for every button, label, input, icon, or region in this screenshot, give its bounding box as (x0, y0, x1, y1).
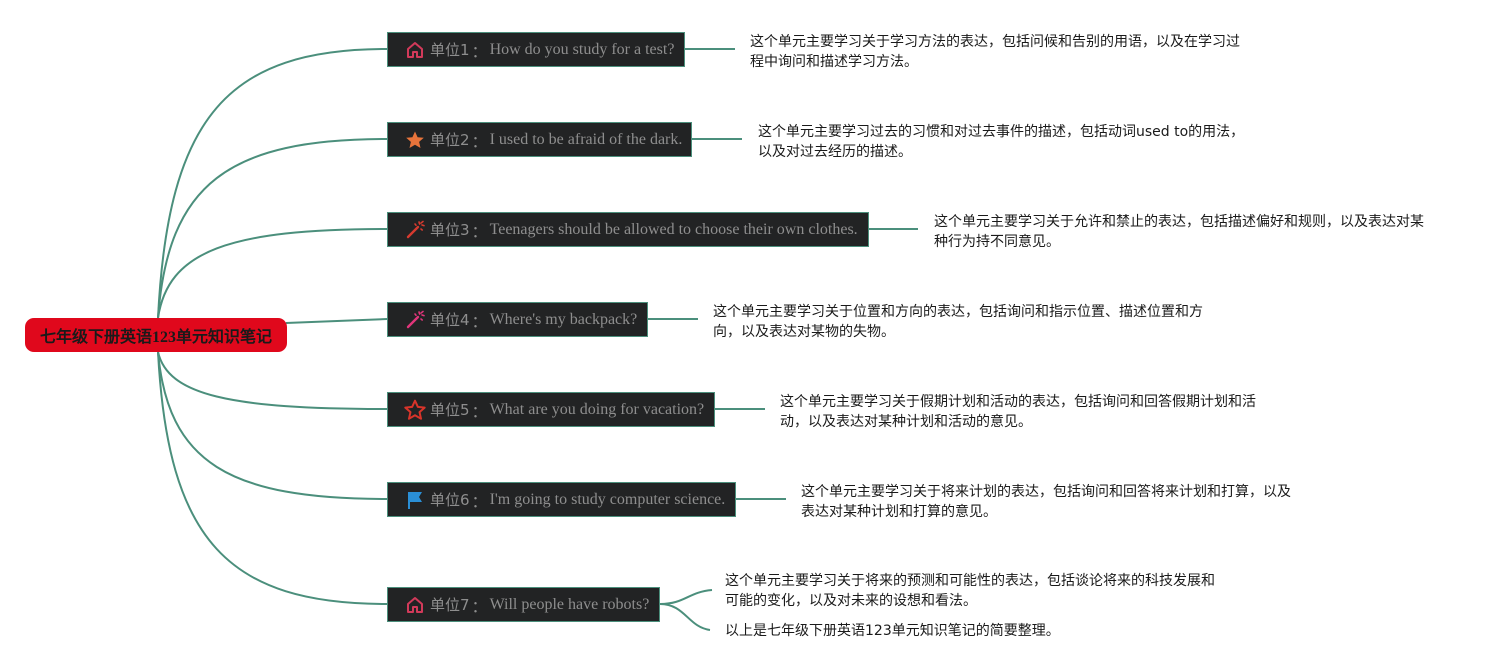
star-outline-icon (404, 399, 426, 421)
topic-separator: ： (471, 403, 488, 421)
note-unit-5: 这个单元主要学习关于假期计划和活动的表达，包括询问和回答假期计划和活动，以及表达… (780, 394, 1256, 430)
topic-unit-2[interactable]: 单位2：I used to be afraid of the dark. (387, 122, 692, 157)
topic-separator: ： (471, 43, 488, 61)
topic-unit-label: 单位1 (430, 41, 470, 59)
topic-separator: ： (471, 493, 488, 511)
connector-note-summary (659, 603, 711, 631)
note-unit-3: 这个单元主要学习关于允许和禁止的表达，包括描述偏好和规则，以及表达对某种行为持不… (934, 214, 1424, 250)
house-icon (404, 594, 426, 616)
connector-root-unit-7 (157, 351, 388, 605)
connector-root-unit-5 (157, 351, 388, 410)
magic-wand-icon (404, 219, 426, 241)
house-icon (404, 39, 426, 61)
topic-separator: ： (471, 223, 488, 241)
topic-unit-4[interactable]: 单位4：Where's my backpack? (387, 302, 648, 337)
connector-root-unit-6 (157, 351, 388, 500)
topic-separator: ： (471, 133, 488, 151)
connector-root-unit-1 (157, 48, 388, 319)
star-filled-icon (404, 129, 426, 151)
topic-title: Teenagers should be allowed to choose th… (489, 220, 858, 238)
flag-icon (404, 489, 426, 511)
topic-title: I used to be afraid of the dark. (489, 130, 683, 148)
topic-unit-label: 单位5 (430, 401, 470, 419)
topic-title: Will people have robots? (489, 595, 650, 613)
note-unit-6: 这个单元主要学习关于将来计划的表达，包括询问和回答将来计划和打算，以及表达对某种… (801, 484, 1291, 520)
topic-unit-5[interactable]: 单位5：What are you doing for vacation? (387, 392, 715, 427)
connector-root-unit-3 (157, 228, 388, 319)
note-unit-4: 这个单元主要学习关于位置和方向的表达，包括询问和指示位置、描述位置和方向，以及表… (713, 304, 1203, 340)
topic-title: What are you doing for vacation? (489, 400, 705, 418)
topic-unit-6[interactable]: 单位6：I'm going to study computer science. (387, 482, 736, 517)
topic-unit-label: 单位2 (430, 131, 470, 149)
topic-unit-1[interactable]: 单位1：How do you study for a test? (387, 32, 685, 67)
note-unit-7: 这个单元主要学习关于将来的预测和可能性的表达，包括谈论将来的科技发展和可能的变化… (725, 573, 1215, 609)
note-unit-2: 这个单元主要学习过去的习惯和对过去事件的描述，包括动词used to的用法，以及… (758, 124, 1245, 160)
topic-title: I'm going to study computer science. (489, 490, 726, 508)
topic-title: How do you study for a test? (489, 40, 675, 58)
topic-separator: ： (471, 598, 488, 616)
connector-root-unit-2 (157, 138, 388, 319)
topic-separator: ： (471, 313, 488, 331)
topic-title: Where's my backpack? (489, 310, 638, 328)
note-unit-1: 这个单元主要学习关于学习方法的表达，包括问候和告别的用语，以及在学习过程中询问和… (750, 34, 1240, 70)
topic-unit-label: 单位4 (430, 311, 470, 329)
topic-unit-label: 单位6 (430, 491, 470, 509)
topic-unit-label: 单位3 (430, 221, 470, 239)
connector-root-unit-4 (285, 318, 388, 324)
root-topic[interactable]: 七年级下册英语123单元知识笔记 (25, 318, 287, 352)
root-title: 七年级下册英语123单元知识笔记 (39, 329, 272, 346)
topic-unit-7[interactable]: 单位7：Will people have robots? (387, 587, 660, 622)
topic-unit-3[interactable]: 单位3：Teenagers should be allowed to choos… (387, 212, 869, 247)
note-summary: 以上是七年级下册英语123单元知识笔记的简要整理。 (725, 623, 1060, 639)
connector-note-unit-7 (659, 589, 713, 605)
topic-unit-label: 单位7 (430, 596, 470, 614)
magic-wand-pink-icon (404, 309, 426, 331)
